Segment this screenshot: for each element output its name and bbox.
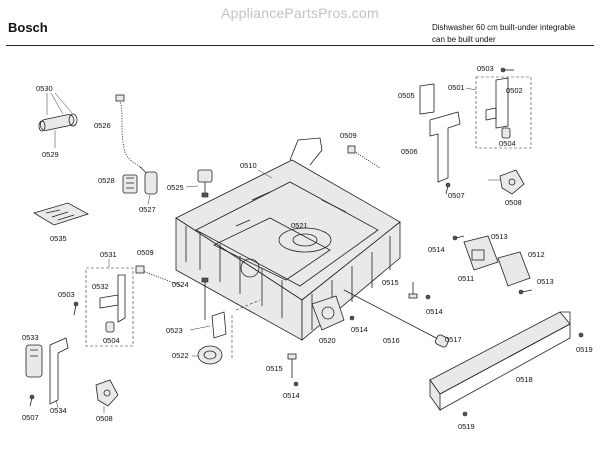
leader-dashed	[231, 299, 261, 360]
label-0516[interactable]: 0516	[383, 336, 400, 345]
label-0530[interactable]: 0530	[36, 84, 53, 93]
part-0508a-hinge[interactable]	[488, 169, 525, 195]
label-0522[interactable]: 0522	[172, 351, 189, 360]
label-0514-d[interactable]: 0514	[283, 391, 300, 400]
part-0535-plate[interactable]	[33, 202, 90, 226]
part-0509-spring-upper[interactable]	[347, 145, 381, 169]
part-0514c-screw[interactable]	[349, 315, 355, 321]
part-0514d-screw[interactable]	[293, 381, 299, 387]
part-0516-rod[interactable]	[343, 289, 441, 341]
description-line-2: can be built under	[432, 35, 496, 44]
part-0517-cap[interactable]	[434, 334, 449, 348]
label-0528[interactable]: 0528	[98, 176, 115, 185]
part-0509-spring-lower[interactable]	[135, 265, 183, 287]
label-0511[interactable]: 0511	[458, 274, 474, 283]
label-0534[interactable]: 0534	[50, 406, 67, 415]
label-0515-a[interactable]: 0515	[382, 278, 399, 287]
label-0520[interactable]: 0520	[319, 336, 336, 345]
part-0504a[interactable]	[501, 127, 511, 139]
label-0513-b[interactable]: 0513	[537, 277, 554, 286]
part-0525-valve[interactable]	[197, 169, 213, 198]
brand-title: Bosch	[8, 20, 48, 35]
label-0519-b[interactable]: 0519	[458, 422, 475, 431]
part-0524-rod[interactable]	[201, 277, 209, 320]
part-0530-0529[interactable]	[38, 92, 78, 148]
part-0508b-hinge[interactable]	[95, 379, 119, 413]
part-0518-kickplate[interactable]	[429, 311, 571, 412]
label-0518[interactable]: 0518	[516, 375, 533, 384]
label-0509-left[interactable]: 0509	[137, 248, 154, 257]
part-0505-bracket[interactable]	[419, 83, 435, 115]
part-0514a-screw[interactable]	[452, 235, 465, 241]
part-0532-bracket[interactable]	[99, 274, 126, 323]
watermark: AppliancePartsPros.com	[221, 5, 379, 21]
label-0523[interactable]: 0523	[166, 326, 183, 335]
label-0535[interactable]: 0535	[50, 234, 67, 243]
part-0511-housing[interactable]	[463, 235, 499, 271]
label-0532[interactable]: 0532	[92, 282, 109, 291]
part-0514b-screw[interactable]	[425, 294, 431, 300]
part-0520-pump[interactable]	[311, 295, 345, 331]
label-0502[interactable]: 0502	[506, 86, 523, 95]
label-0513-a[interactable]: 0513	[491, 232, 508, 241]
label-0504-left[interactable]: 0504	[103, 336, 120, 345]
label-0509-right[interactable]: 0509	[340, 131, 357, 140]
label-0508-right[interactable]: 0508	[505, 198, 522, 207]
label-0506[interactable]: 0506	[401, 147, 418, 156]
part-0515b-pin[interactable]	[287, 353, 297, 378]
header-rule	[6, 45, 594, 46]
label-0512[interactable]: 0512	[528, 250, 545, 259]
part-0527-fitting[interactable]	[144, 171, 158, 205]
group-0501-box	[475, 76, 532, 149]
label-0505[interactable]: 0505	[398, 91, 415, 100]
part-0522-float[interactable]	[192, 345, 223, 365]
label-0514-a[interactable]: 0514	[428, 245, 445, 254]
label-0517[interactable]: 0517	[445, 335, 462, 344]
label-0501[interactable]: 0501	[448, 83, 465, 92]
part-0504b[interactable]	[105, 321, 115, 333]
part-0519b-screw[interactable]	[462, 411, 468, 417]
label-0503-right[interactable]: 0503	[477, 64, 494, 73]
label-0527[interactable]: 0527	[139, 205, 156, 214]
label-0503-left[interactable]: 0503	[58, 290, 75, 299]
part-0533-block[interactable]	[25, 344, 43, 378]
label-0514-c[interactable]: 0514	[351, 325, 368, 334]
part-0513b-screw[interactable]	[518, 289, 533, 295]
part-0515a-pin[interactable]	[408, 282, 418, 299]
part-0503a-screw[interactable]	[500, 67, 514, 73]
part-0528-clip[interactable]	[122, 174, 138, 194]
label-0514-b[interactable]: 0514	[426, 307, 443, 316]
label-0508-left[interactable]: 0508	[96, 414, 113, 423]
label-0519-a[interactable]: 0519	[576, 345, 593, 354]
part-0507b-screw[interactable]	[29, 394, 35, 407]
label-0510[interactable]: 0510	[240, 161, 257, 170]
part-0523-switch[interactable]	[189, 311, 227, 339]
label-0507-left[interactable]: 0507	[22, 413, 39, 422]
model-description: Dishwasher 60 cm built-under integrable …	[432, 22, 597, 46]
label-0521[interactable]: 0521	[291, 221, 308, 230]
part-0506-bracket[interactable]	[429, 111, 461, 183]
group-0531-box	[85, 267, 134, 347]
label-0507-right[interactable]: 0507	[448, 191, 465, 200]
label-0515-b[interactable]: 0515	[266, 364, 283, 373]
part-0512-cover[interactable]	[497, 251, 531, 287]
part-0534-bracket[interactable]	[49, 337, 69, 409]
label-0531[interactable]: 0531	[100, 250, 117, 259]
part-0502-bracket[interactable]	[485, 77, 509, 129]
part-0503b-screw[interactable]	[73, 301, 79, 316]
part-0519a-screw[interactable]	[578, 332, 584, 338]
label-0504-right[interactable]: 0504	[499, 139, 516, 148]
label-0525[interactable]: 0525	[167, 183, 184, 192]
part-0507a-screw[interactable]	[445, 182, 451, 195]
label-0533[interactable]: 0533	[22, 333, 39, 342]
description-line-1: Dishwasher 60 cm built-under integrable	[432, 23, 576, 32]
label-0529[interactable]: 0529	[42, 150, 59, 159]
part-0510-base[interactable]	[175, 137, 401, 341]
label-0524[interactable]: 0524	[172, 280, 189, 289]
label-0526[interactable]: 0526	[94, 121, 111, 130]
